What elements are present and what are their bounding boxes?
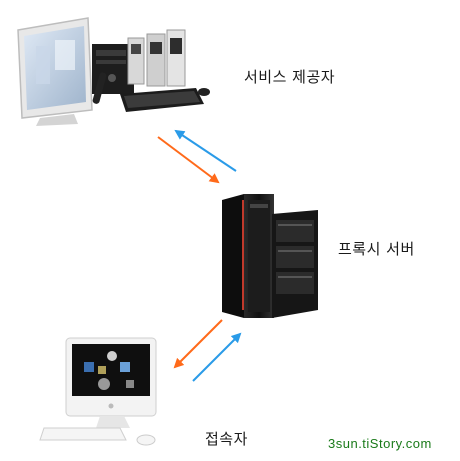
imac-computer-icon [39,337,157,446]
client-label: 접속자 [205,430,248,448]
proxy-server-label: 프록시 서버 [338,240,415,258]
desktop-pc-icon [17,17,210,126]
arrow-provider-to-proxy [157,136,220,184]
arrow-proxy-to-provider [174,129,237,172]
provider-label: 서비스 제공자 [244,68,336,86]
watermark-text: 3sun.tiStory.com [328,436,432,451]
server-rack-icon [222,194,318,318]
arrow-client-to-proxy [192,332,242,382]
arrow-proxy-to-client [173,319,223,369]
